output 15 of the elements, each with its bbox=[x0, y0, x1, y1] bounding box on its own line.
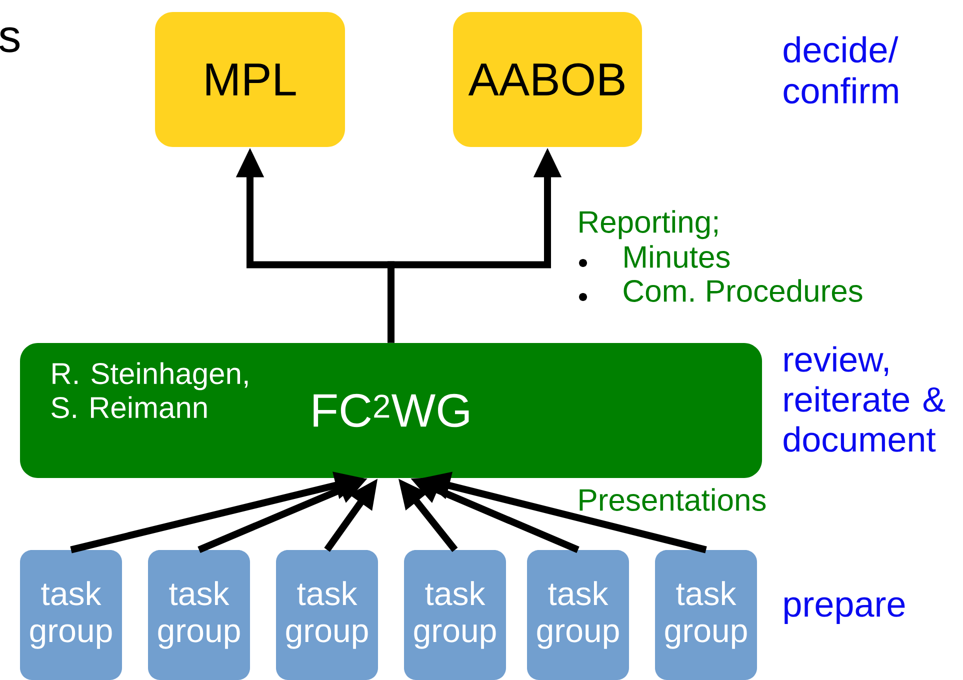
level-label: decide/ confirm bbox=[784, 36, 898, 104]
decision-box: MPL bbox=[155, 12, 345, 147]
task-box: task group bbox=[527, 550, 629, 680]
member-names: R. Steinhagen, S. Reimann bbox=[52, 362, 248, 418]
task-box: task group bbox=[404, 550, 506, 680]
list-item: Com. Procedures bbox=[624, 279, 862, 302]
list-item: Minutes bbox=[624, 245, 730, 268]
level-label: review, reiterate & document bbox=[784, 346, 946, 452]
task-box: task group bbox=[148, 550, 250, 680]
note-text: Reporting; bbox=[580, 210, 718, 240]
note-text: Presentations bbox=[580, 488, 766, 511]
decision-box: AABOB bbox=[453, 12, 642, 147]
task-box: task group bbox=[20, 550, 122, 680]
task-box: task group bbox=[276, 550, 378, 680]
task-box: task group bbox=[655, 550, 757, 680]
